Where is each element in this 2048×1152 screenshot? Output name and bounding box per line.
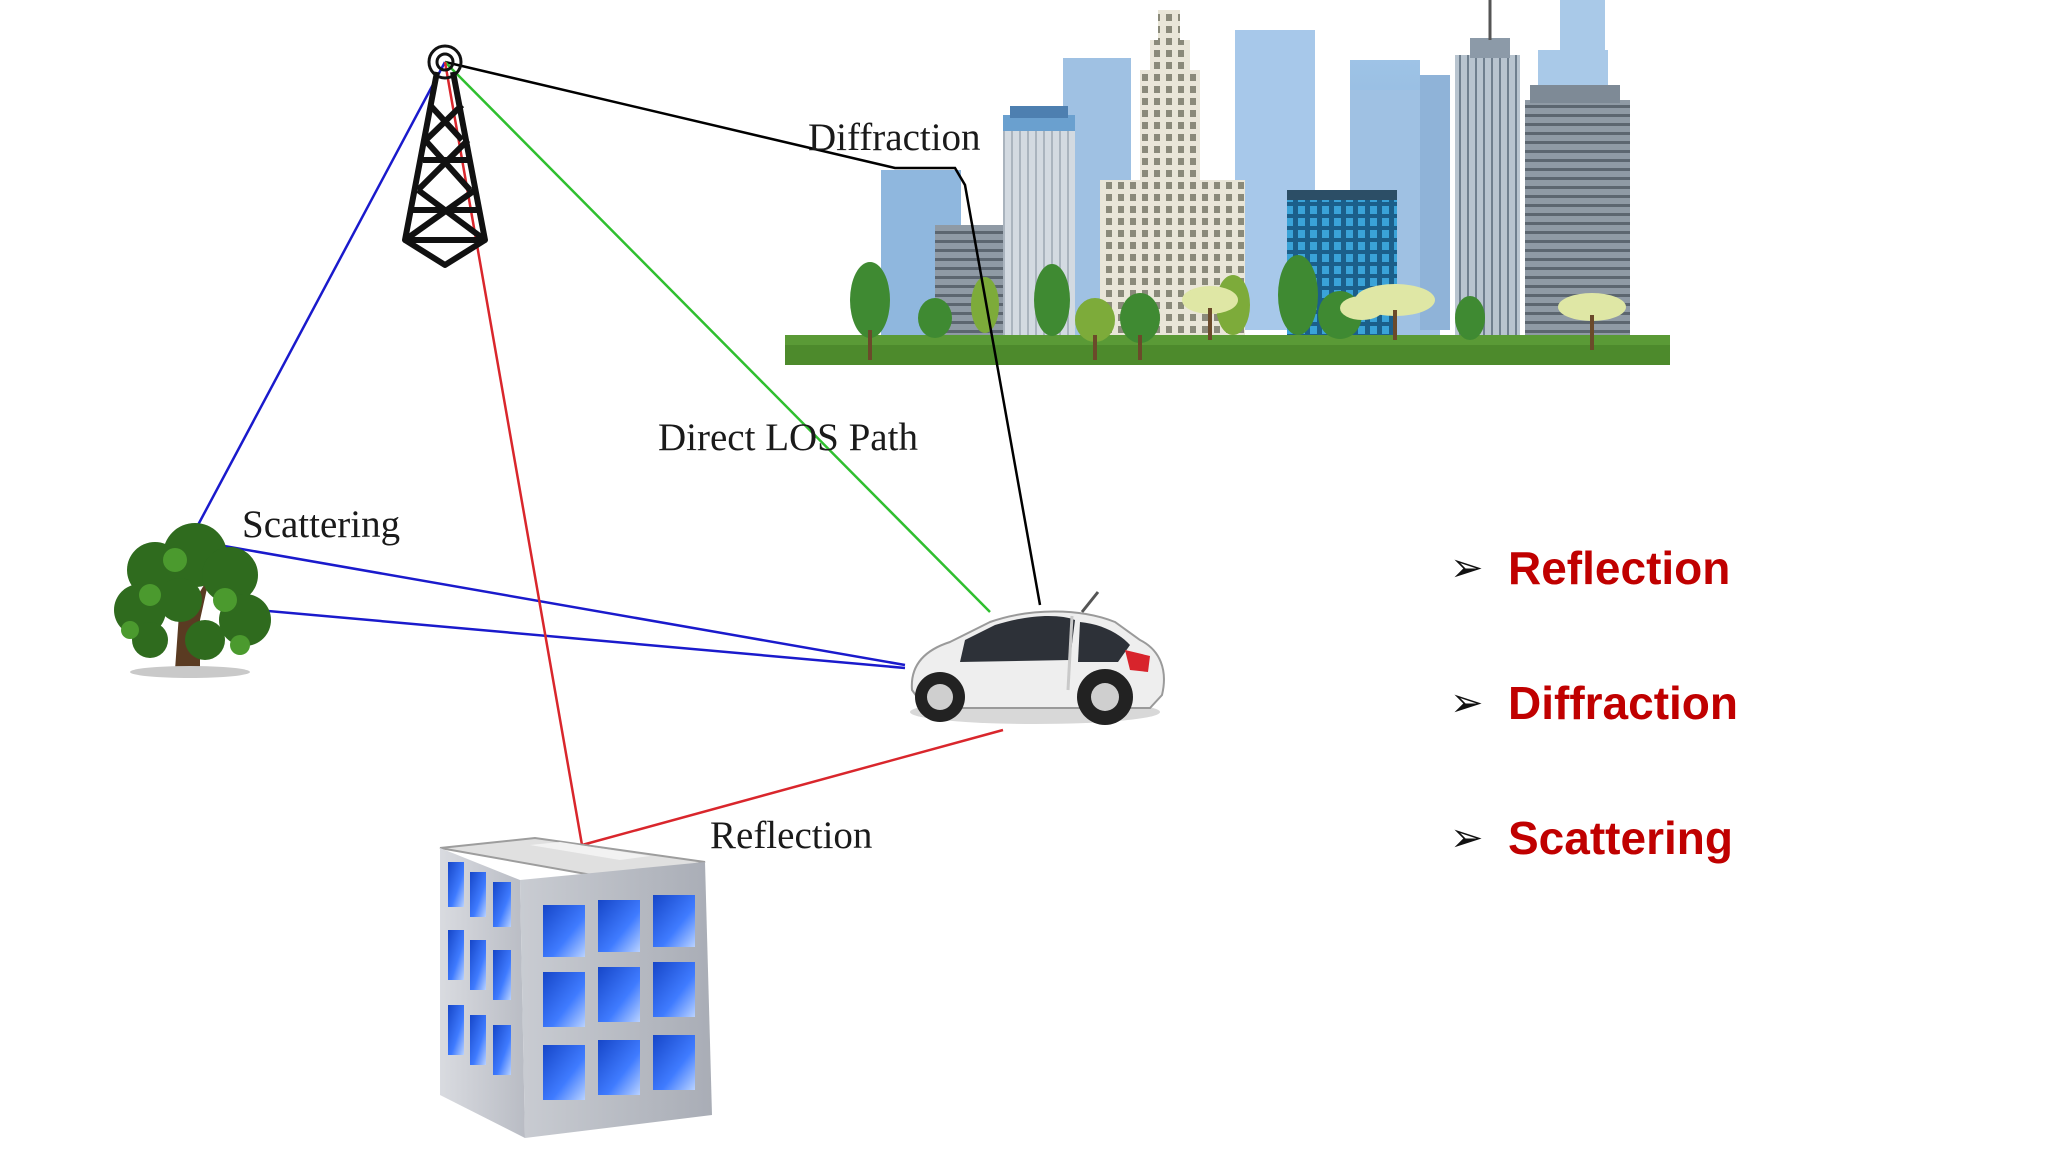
bullet-label: Reflection xyxy=(1508,541,1731,594)
mechanism-bullet-list: ➢ Reflection ➢ Diffraction ➢ Scattering xyxy=(1450,500,2010,905)
bullet-scattering: ➢ Scattering xyxy=(1450,770,2010,905)
city-skyline-image xyxy=(785,0,1670,365)
direct-los-label: Direct LOS Path xyxy=(658,416,918,459)
direct-los-path xyxy=(444,61,991,613)
transmission-tower-icon xyxy=(402,44,488,268)
car-icon xyxy=(910,591,1165,725)
reflection-label: Reflection xyxy=(710,814,872,857)
bullet-diffraction: ➢ Diffraction xyxy=(1450,635,2010,770)
arrowhead-bullet-icon: ➢ xyxy=(1450,814,1484,861)
tree-icon xyxy=(114,523,271,678)
office-building-icon xyxy=(439,836,712,1138)
arrowhead-bullet-icon: ➢ xyxy=(1450,679,1484,726)
bullet-reflection: ➢ Reflection xyxy=(1450,500,2010,635)
arrowhead-bullet-icon: ➢ xyxy=(1450,544,1484,591)
scattering-path-2 xyxy=(234,606,906,670)
diffraction-label: Diffraction xyxy=(808,116,981,159)
bullet-label: Diffraction xyxy=(1508,676,1738,729)
bullet-label: Scattering xyxy=(1508,811,1733,864)
diffraction-path xyxy=(444,60,1042,606)
scattering-label: Scattering xyxy=(242,503,400,546)
